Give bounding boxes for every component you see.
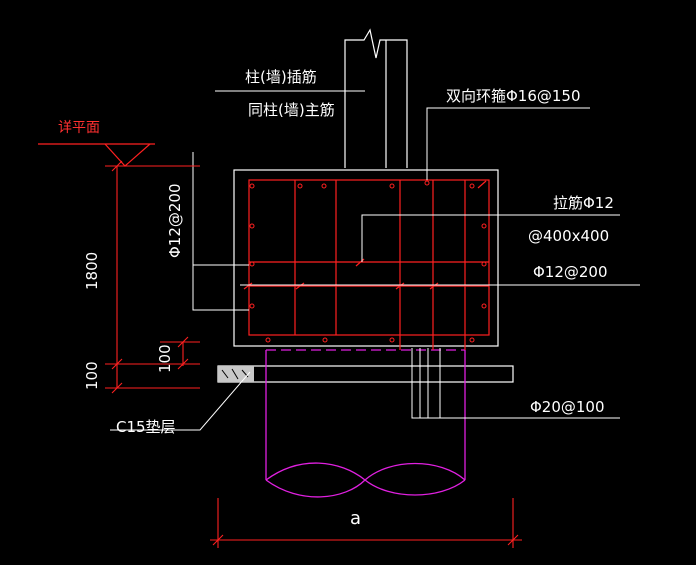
cushion-label: C15垫层 xyxy=(116,418,176,436)
horizontal-bar-label: Φ12@200 xyxy=(533,263,608,281)
tie-bar-ticks xyxy=(243,180,487,290)
level-symbol xyxy=(38,143,155,167)
width-dimension-line xyxy=(210,498,522,548)
cap-bottom-dimension: 100 xyxy=(83,361,101,390)
cushion-layer xyxy=(217,365,514,383)
plane-label: 详平面 xyxy=(58,120,100,136)
pile-bar-label: Φ20@100 xyxy=(530,398,605,416)
rebar-leaders xyxy=(110,107,640,431)
same-as-main-bar-label: 同柱(墙)主筋 xyxy=(248,101,335,119)
tie-spacing-label: @400x400 xyxy=(528,227,609,245)
vertical-bar-label: Φ12@200 xyxy=(166,183,184,258)
ring-stirrup-label: 双向环箍Φ16@150 xyxy=(446,87,581,105)
column-dowel-label: 柱(墙)插筋 xyxy=(245,68,317,86)
width-label: a xyxy=(350,508,361,529)
depth-dimension: 1800 xyxy=(83,252,101,290)
rebar-dots xyxy=(249,180,487,343)
column-outline xyxy=(344,28,408,168)
vertical-dimensions xyxy=(105,160,200,394)
cushion-thickness-dimension: 100 xyxy=(156,344,174,373)
pile-cap-outline xyxy=(233,169,499,347)
tie-bar-label: 拉筋Φ12 xyxy=(553,194,614,212)
pile xyxy=(265,349,466,498)
rebar-cage xyxy=(248,179,490,350)
